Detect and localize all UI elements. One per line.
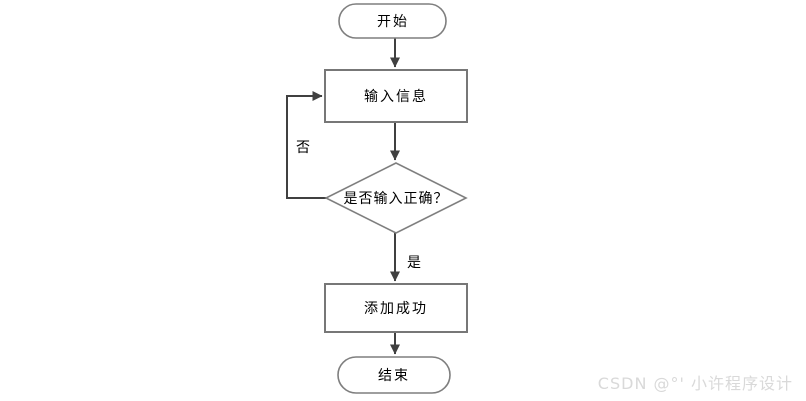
start-node-label: 开始 [377,14,409,30]
end-node-label: 结束 [378,368,410,384]
watermark: CSDN @°' 小许程序设计 [597,374,793,393]
success-node-label: 添加成功 [364,301,428,317]
start-node [338,3,447,39]
decision-node-label: 是否输入正确？ [344,191,449,207]
end-node [337,356,451,394]
input-node [324,69,468,123]
decision-node [324,162,468,234]
input-node-label: 输入信息 [364,88,428,105]
success-node [324,283,468,333]
edge-label-no: 否 [296,140,310,156]
edge-label-yes: 是 [407,255,421,271]
arrow-no-loopback [286,91,326,199]
